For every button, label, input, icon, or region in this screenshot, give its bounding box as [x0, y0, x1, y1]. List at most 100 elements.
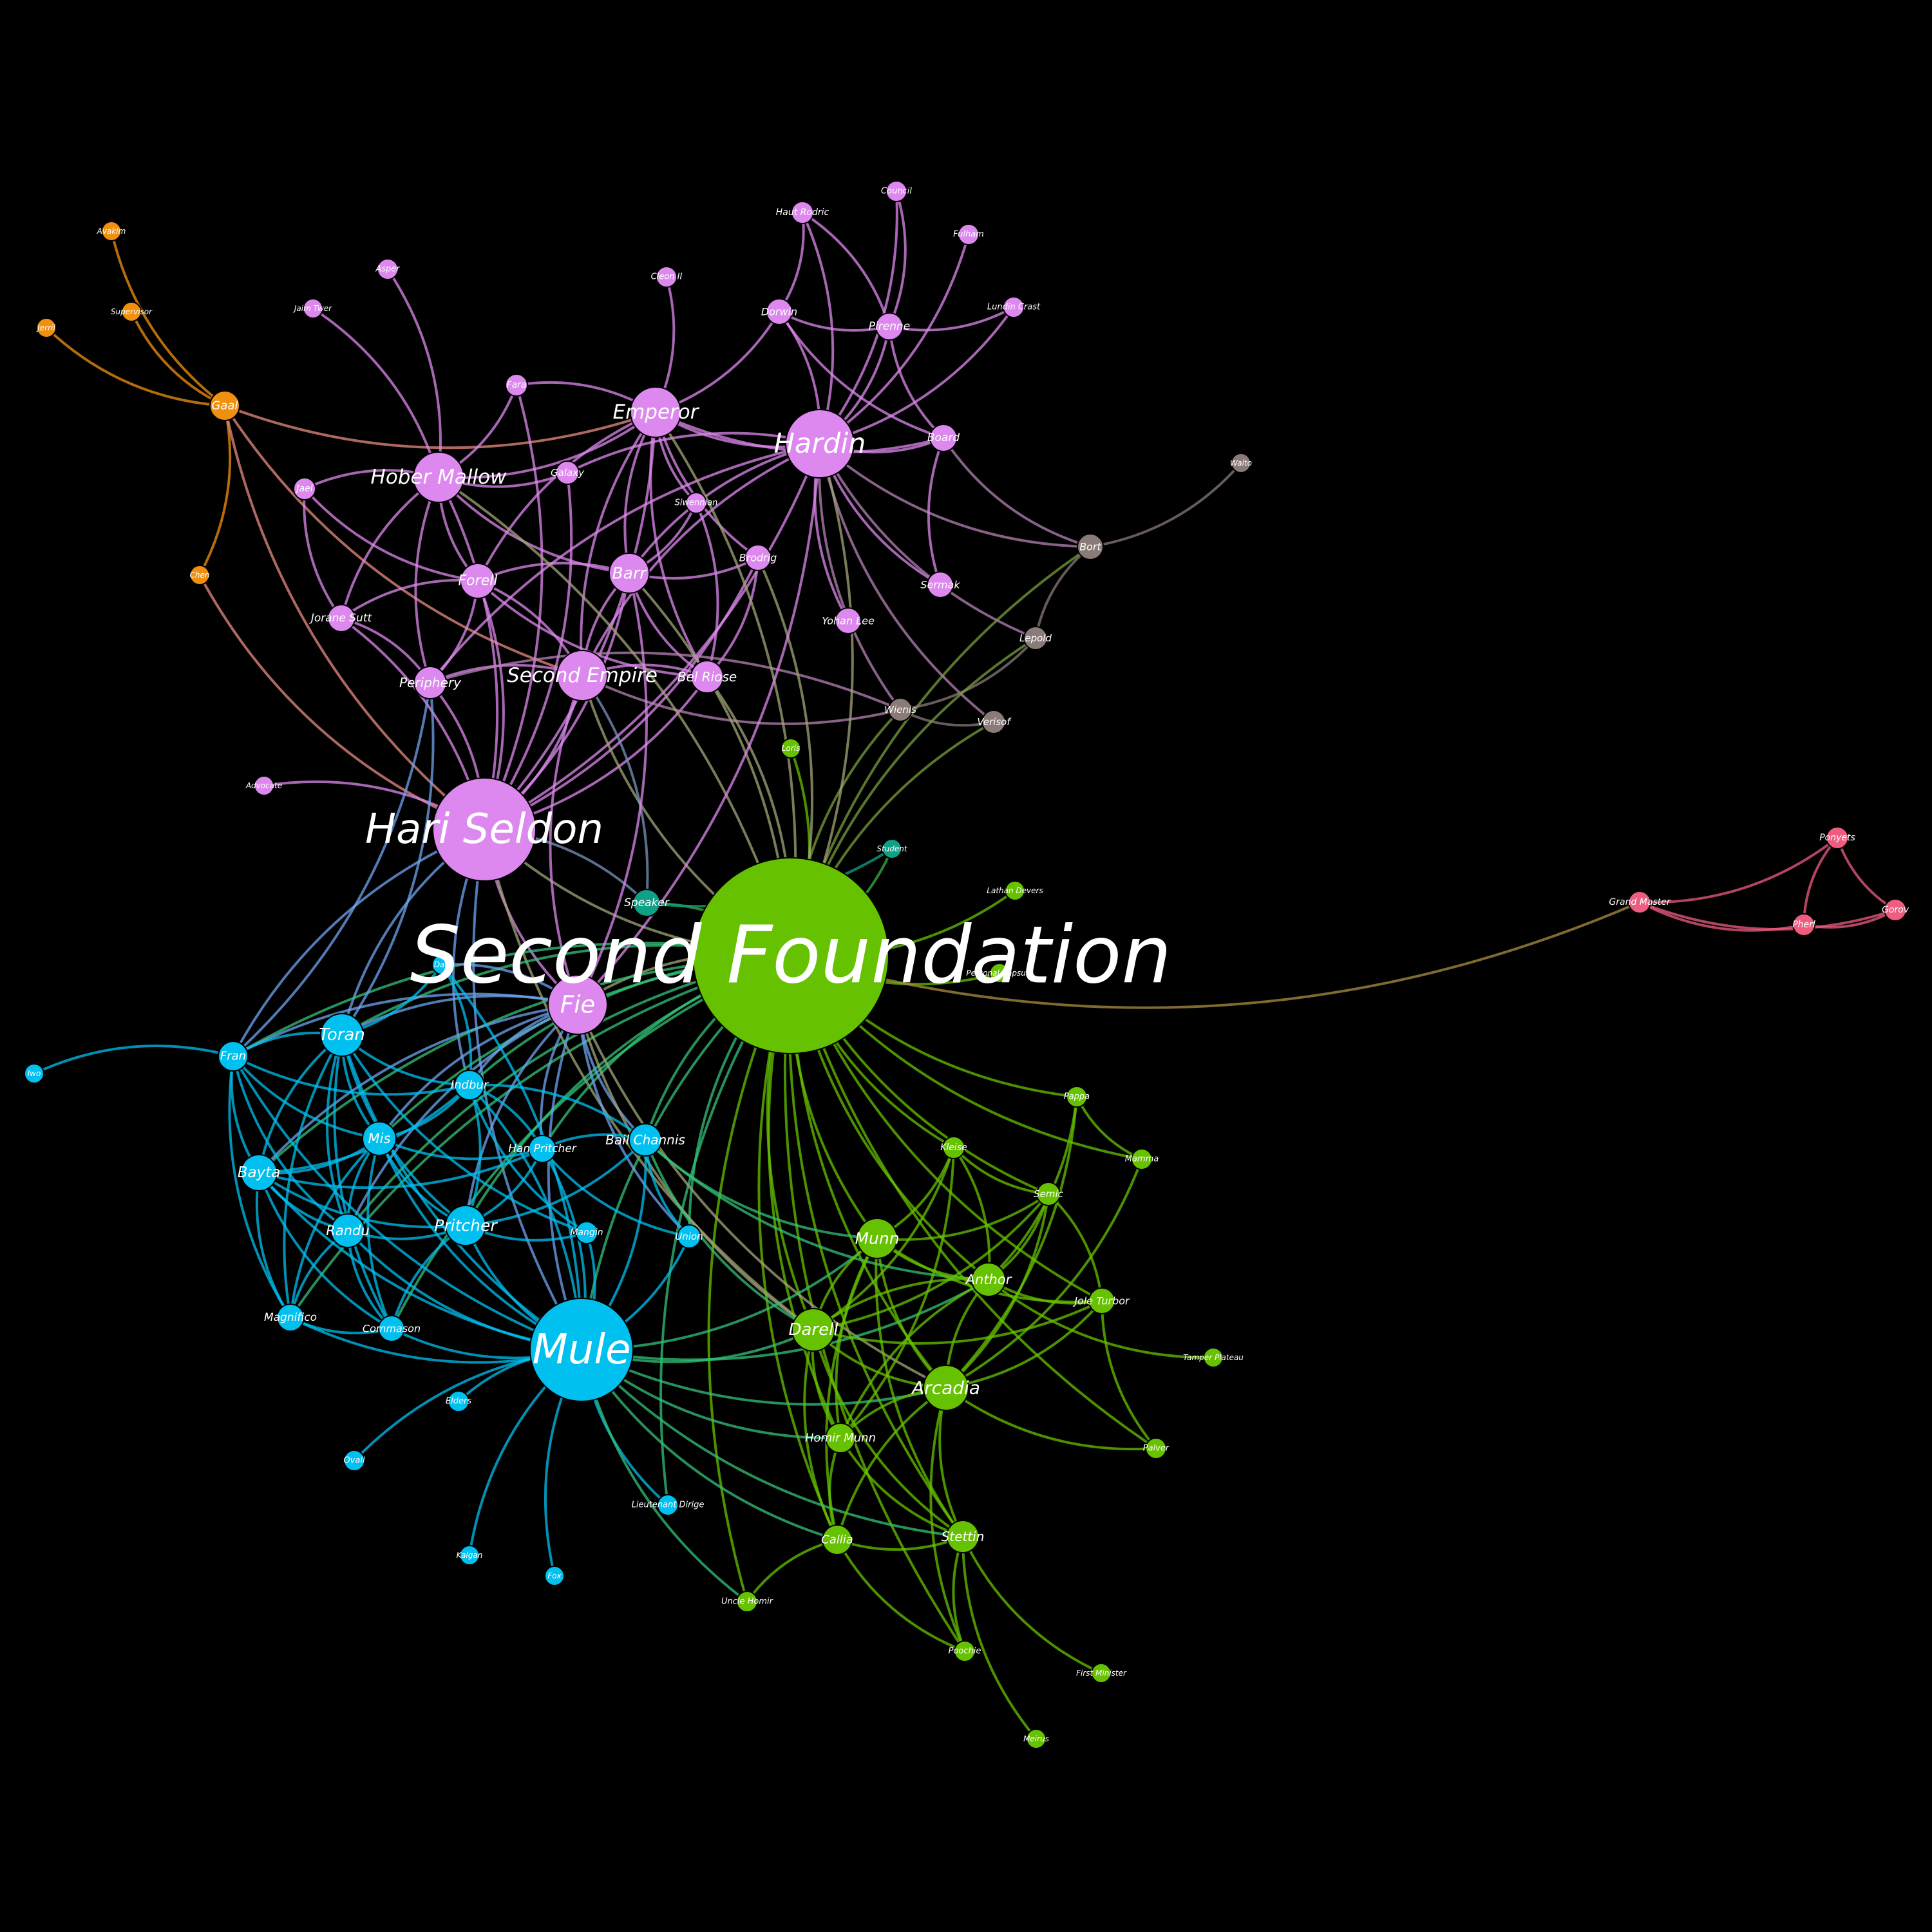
- node-personal-capsule[interactable]: [989, 963, 1010, 983]
- node-fie[interactable]: [547, 974, 608, 1035]
- node-mule[interactable]: [529, 1298, 634, 1402]
- node-gorov[interactable]: [1884, 898, 1907, 922]
- node-poochie[interactable]: [954, 1640, 976, 1662]
- node-pritcher[interactable]: [445, 1205, 486, 1246]
- node-verisof[interactable]: [981, 710, 1006, 734]
- node-first-minister[interactable]: [1091, 1663, 1112, 1683]
- node-randu[interactable]: [330, 1213, 365, 1248]
- node-semic[interactable]: [1036, 1182, 1061, 1206]
- edge-jole_turbor-palver: [1101, 1300, 1157, 1450]
- node-dorwin[interactable]: [766, 298, 793, 325]
- node-han-pritcher[interactable]: [528, 1135, 556, 1163]
- edge-jerril-gaal: [45, 327, 225, 407]
- node-label-speaker: Speaker: [624, 896, 670, 909]
- node-galaxy[interactable]: [555, 460, 580, 485]
- node-jael[interactable]: [293, 477, 316, 500]
- node-student[interactable]: [882, 838, 902, 859]
- node-hober-mallow[interactable]: [413, 451, 464, 503]
- node-kalgan[interactable]: [459, 1545, 480, 1566]
- node-haut-rodric[interactable]: [791, 201, 814, 224]
- node-anthor[interactable]: [971, 1262, 1006, 1297]
- node-magnifico[interactable]: [276, 1303, 305, 1332]
- node-callia[interactable]: [822, 1524, 853, 1555]
- node-elders[interactable]: [448, 1390, 469, 1412]
- node-lieutenant-dirige[interactable]: [657, 1494, 679, 1516]
- node-bayta[interactable]: [240, 1154, 278, 1191]
- node-pherl[interactable]: [1792, 913, 1815, 936]
- node-iwo[interactable]: [24, 1063, 44, 1084]
- node-loris[interactable]: [781, 738, 801, 759]
- node-jole-turbor[interactable]: [1088, 1287, 1115, 1314]
- node-dad[interactable]: [431, 954, 452, 975]
- node-label-fran: Fran: [220, 1050, 246, 1063]
- node-fran[interactable]: [218, 1041, 249, 1072]
- node-label-siwennian: Siwennian: [675, 498, 718, 508]
- node-periphery[interactable]: [413, 666, 447, 699]
- node-fara[interactable]: [505, 374, 528, 397]
- node-speaker[interactable]: [632, 889, 661, 917]
- node-toran[interactable]: [320, 1013, 364, 1057]
- node-hari-seldon[interactable]: [432, 777, 536, 882]
- node-mamma[interactable]: [1131, 1148, 1153, 1170]
- node-board[interactable]: [929, 424, 958, 452]
- node-pirenne[interactable]: [875, 312, 904, 341]
- node-mangin[interactable]: [575, 1221, 598, 1244]
- node-jaim-twer[interactable]: [303, 298, 323, 319]
- node-yohan-lee[interactable]: [835, 607, 862, 634]
- node-avakim[interactable]: [101, 221, 122, 242]
- node-palver[interactable]: [1145, 1437, 1167, 1459]
- node-second-foundation[interactable]: [692, 857, 889, 1054]
- node-gaal[interactable]: [209, 390, 240, 421]
- node-bort[interactable]: [1077, 533, 1104, 560]
- node-emperor[interactable]: [630, 386, 681, 438]
- edge-gaal-hari_seldon: [223, 405, 486, 831]
- node-stettin[interactable]: [946, 1520, 980, 1553]
- node-asper[interactable]: [377, 258, 399, 280]
- node-forell[interactable]: [460, 563, 496, 599]
- node-lathan-devers[interactable]: [1005, 880, 1025, 901]
- node-indbur[interactable]: [454, 1070, 485, 1101]
- node-hardin[interactable]: [785, 409, 855, 478]
- node-cleon-ii[interactable]: [656, 266, 677, 288]
- node-fox[interactable]: [544, 1566, 565, 1586]
- node-supervisor[interactable]: [121, 301, 142, 322]
- node-pappa[interactable]: [1066, 1086, 1088, 1108]
- node-ovall[interactable]: [343, 1450, 365, 1472]
- node-advocate[interactable]: [254, 775, 274, 796]
- node-uncle-homir[interactable]: [736, 1591, 758, 1613]
- node-bel-riose[interactable]: [690, 660, 724, 694]
- node-brodrig[interactable]: [744, 544, 772, 571]
- node-kleise[interactable]: [942, 1136, 965, 1159]
- node-arcadia[interactable]: [923, 1365, 969, 1411]
- node-label-personal-capsule: Personal Capsule: [966, 969, 1032, 978]
- node-siwennian[interactable]: [685, 492, 707, 514]
- node-fulham[interactable]: [958, 223, 980, 245]
- node-wienis[interactable]: [888, 697, 913, 722]
- node-council[interactable]: [886, 180, 907, 202]
- node-union[interactable]: [677, 1224, 701, 1249]
- node-bail-channis[interactable]: [629, 1123, 662, 1157]
- node-jorane-sutt[interactable]: [327, 604, 355, 632]
- node-label-toran: Toran: [319, 1025, 365, 1045]
- node-chen[interactable]: [189, 565, 210, 585]
- node-label-lundin-crast: Lundin Crast: [987, 303, 1041, 312]
- edge-stettin-first_minister: [961, 1536, 1102, 1674]
- node-mis[interactable]: [362, 1121, 397, 1156]
- node-sermak[interactable]: [927, 571, 954, 598]
- node-lepold[interactable]: [1023, 626, 1048, 650]
- node-second-empire[interactable]: [556, 650, 608, 701]
- node-darell[interactable]: [791, 1308, 835, 1352]
- node-ponyets[interactable]: [1826, 826, 1849, 849]
- node-jerril[interactable]: [36, 317, 57, 338]
- node-lundin-crast[interactable]: [1003, 296, 1025, 318]
- node-homir-munn[interactable]: [825, 1423, 856, 1454]
- node-grand-master[interactable]: [1628, 891, 1651, 914]
- node-walto[interactable]: [1231, 453, 1251, 473]
- node-munn[interactable]: [857, 1218, 898, 1259]
- node-commason[interactable]: [378, 1315, 405, 1342]
- edge-supervisor-gaal: [130, 311, 225, 407]
- node-tamper-plateau[interactable]: [1203, 1347, 1224, 1368]
- node-meirus[interactable]: [1026, 1728, 1046, 1749]
- edge-darell-semic: [813, 1193, 1050, 1331]
- node-barr[interactable]: [609, 553, 650, 594]
